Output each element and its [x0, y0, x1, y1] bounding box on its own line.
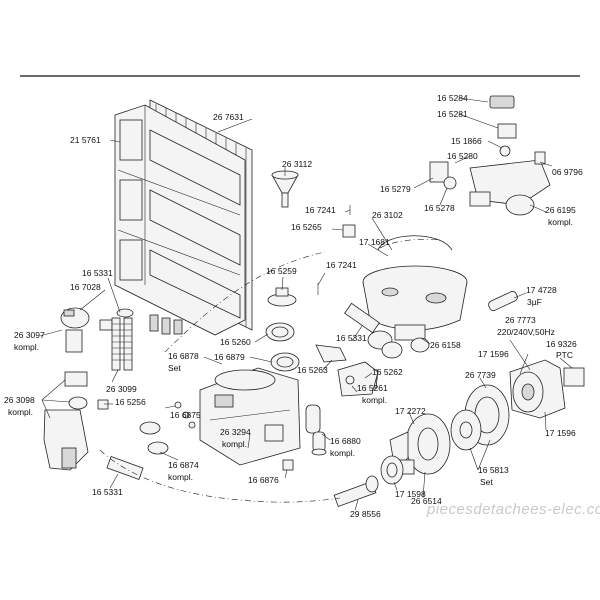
label-167028: 16 7028 [70, 282, 101, 292]
connecting-hose [344, 302, 403, 359]
label-165284: 16 5284 [437, 93, 468, 103]
watermark: piecesdetachees-elec.com [426, 501, 600, 518]
aquastop-seal [305, 404, 327, 456]
label-266158: 26 6158 [430, 340, 461, 350]
label-165278: 16 5278 [424, 203, 455, 213]
label-267631: 26 7631 [213, 112, 244, 122]
nozzle-set [139, 401, 196, 455]
label-171681: 17 1681 [359, 237, 390, 247]
label-166874-sub: kompl. [168, 472, 193, 482]
heater-housing [199, 367, 301, 466]
label-169326: 16 9326 [546, 339, 577, 349]
label-298556: 29 8556 [350, 509, 381, 519]
routing-lines [99, 238, 441, 503]
heater-relay [337, 361, 379, 397]
label-263294-sub: kompl. [222, 439, 247, 449]
label-263097-sub: kompl. [14, 342, 39, 352]
label-263099: 26 3099 [106, 384, 137, 394]
label-174728-sub: 3µF [527, 297, 542, 307]
label-263098: 26 3098 [4, 395, 35, 405]
label-266514: 26 6514 [411, 496, 442, 506]
label-167241b: 16 7241 [326, 260, 357, 270]
funnel [271, 170, 299, 208]
label-263097: 26 3097 [14, 330, 45, 340]
capacitor [488, 291, 518, 311]
impeller-housing [450, 384, 510, 451]
label-165331c: 16 5331 [92, 487, 123, 497]
label-174728: 17 4728 [526, 285, 557, 295]
water-tank [114, 104, 246, 336]
label-171596a: 17 1596 [478, 349, 509, 359]
label-172272: 17 2272 [395, 406, 426, 416]
label-165261: 16 5261 [357, 383, 388, 393]
label-263102: 26 3102 [372, 210, 403, 220]
label-165263: 16 5263 [297, 365, 328, 375]
label-267739: 26 7739 [465, 370, 496, 380]
label-165331a: 16 5331 [82, 268, 113, 278]
label-166880: 16 6880 [330, 436, 361, 446]
label-165259: 16 5259 [266, 266, 297, 276]
label-166874: 16 6874 [168, 460, 199, 470]
inlet-valve-assembly [429, 95, 551, 216]
label-266195: 26 6195 [545, 205, 576, 215]
label-165281: 16 5281 [437, 109, 468, 119]
label-263294: 26 3294 [220, 427, 251, 437]
label-165260: 16 5260 [220, 337, 251, 347]
sump [362, 235, 468, 353]
label-263112: 26 3112 [282, 159, 312, 169]
wash-motor [509, 359, 585, 419]
label-166878-sub: Set [168, 363, 181, 373]
label-165279: 16 5279 [380, 184, 411, 194]
label-165262: 16 5262 [372, 367, 403, 377]
label-165265: 16 5265 [291, 222, 322, 232]
label-267773: 26 7773 [505, 315, 536, 325]
label-165813-sub: Set [480, 477, 493, 487]
small-clips [317, 205, 356, 295]
label-166876: 16 6876 [248, 475, 279, 485]
label-169326-sub: PTC [556, 350, 573, 360]
callout-labels: 16 5284 16 5281 15 1866 16 5280 06 9796 … [4, 93, 583, 519]
corrugated-hoses [111, 308, 134, 371]
label-167241a: 16 7241 [305, 205, 336, 215]
drain-pump [380, 413, 451, 485]
label-166879: 16 6879 [214, 352, 245, 362]
label-151866: 15 1866 [451, 136, 482, 146]
label-069796: 06 9796 [552, 167, 583, 177]
pressure-switch-group [43, 371, 109, 471]
label-166878: 16 6878 [168, 351, 199, 361]
label-165331b: 16 5331 [336, 333, 367, 343]
label-171596b: 17 1596 [545, 428, 576, 438]
label-171598: 17 1598 [395, 489, 426, 499]
label-165261-sub: kompl. [362, 395, 387, 405]
label-266195-sub: kompl. [548, 217, 573, 227]
clip [282, 459, 294, 471]
label-267773-sub: 220/240V,50Hz [497, 327, 555, 337]
label-215761: 21 5761 [70, 135, 101, 145]
label-165280: 16 5280 [447, 151, 478, 161]
label-166875: 16 6875 [170, 410, 201, 420]
seal-rings [265, 287, 300, 372]
switch-assembly [60, 307, 113, 353]
label-263098-sub: kompl. [8, 407, 33, 417]
label-165256: 16 5256 [115, 397, 146, 407]
leader-lines [39, 97, 573, 511]
label-166880-sub: kompl. [330, 448, 355, 458]
label-165813: 16 5813 [478, 465, 509, 475]
